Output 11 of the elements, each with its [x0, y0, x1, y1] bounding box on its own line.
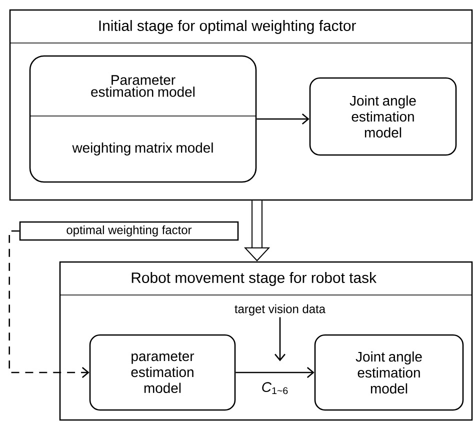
arrow [274, 317, 286, 362]
model-box: Joint angle estimation model [309, 77, 457, 156]
model-box: Joint angle estimation model [314, 334, 464, 411]
model-box: Parameter estimation model weighting matrix model [29, 55, 257, 183]
label-box: optimal weighting factor [19, 221, 239, 241]
model-box: parameter estimation model [89, 334, 236, 411]
dashed-arrow [8, 230, 90, 378]
input-label: target vision data [234, 304, 326, 316]
arrow [256, 114, 310, 124]
arrow [236, 367, 314, 378]
edge-label: C$_{1~6}$ [260, 381, 290, 396]
